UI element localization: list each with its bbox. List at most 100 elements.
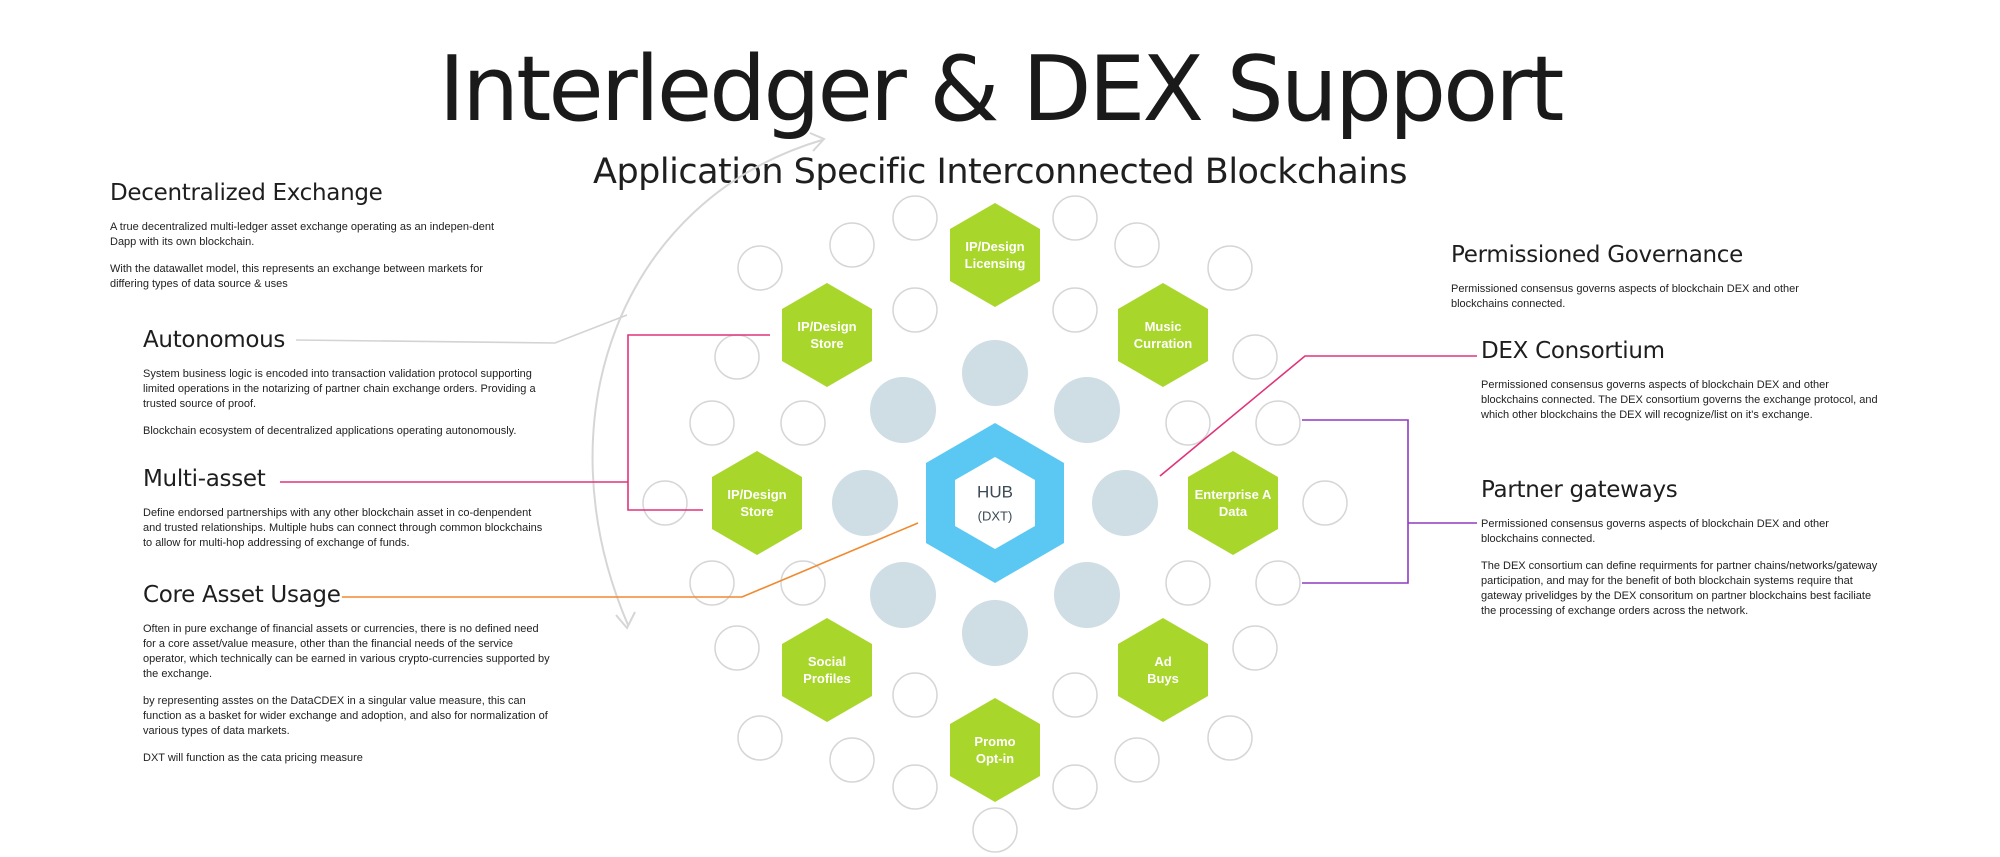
hex-label-line1: Social (807, 654, 847, 669)
hub-label: HUB (DXT) (945, 483, 1045, 524)
permissioned-governance-section: Permissioned Governance Permissioned con… (1451, 242, 1851, 324)
outer-node (714, 334, 760, 380)
section-heading: Permissioned Governance (1451, 242, 1743, 268)
hex-node (950, 698, 1040, 802)
outer-node (972, 807, 1018, 853)
outer-node (829, 737, 875, 783)
hub-node (926, 423, 1064, 583)
section-text: Permissioned consensus governs aspects o… (1481, 379, 1878, 421)
outer-node (714, 625, 760, 671)
inner-node (832, 470, 898, 536)
hex-node (1118, 283, 1208, 387)
outer-node (780, 560, 826, 606)
partner-bracket (1302, 419, 1409, 584)
section-heading: Autonomous (143, 327, 286, 353)
dex-consortium-section: DEX Consortium Permissioned consensus go… (1481, 338, 1881, 435)
hex-node (782, 618, 872, 722)
outer-node (780, 400, 826, 446)
section-text: Define endorsed partnerships with any ot… (143, 507, 543, 549)
page-title: Interledger & DEX Support (438, 37, 1565, 142)
outer-node (1052, 764, 1098, 810)
outer-node (1255, 560, 1301, 606)
outer-node (1232, 625, 1278, 671)
outer-node (1165, 400, 1211, 446)
hex-node (1118, 618, 1208, 722)
inner-node (1054, 562, 1120, 628)
core-asset-usage-section: Core Asset Usage Often in pure exchange … (143, 582, 550, 778)
ipstore-bracket (627, 334, 770, 511)
hub-title: HUB (977, 482, 1013, 502)
outer-node (689, 400, 735, 446)
hex-label-line1: Promo (974, 734, 1016, 749)
outer-node (1207, 715, 1253, 761)
inner-node (870, 562, 936, 628)
outer-node (1114, 222, 1160, 268)
inner-node (1054, 377, 1120, 443)
section-text: DXT will function as the cata pricing me… (143, 752, 363, 764)
outer-node (642, 480, 688, 526)
hex-label-line1: IP/Design (965, 239, 1025, 254)
hex-label-line2: Data (1218, 504, 1248, 519)
hex-node (1188, 451, 1278, 555)
section-text: Often in pure exchange of financial asse… (143, 623, 550, 680)
section-text: Permissioned consensus governs aspects o… (1481, 518, 1829, 545)
outer-node (829, 222, 875, 268)
outer-node (892, 287, 938, 333)
outer-node (1302, 480, 1348, 526)
outer-node (1207, 245, 1253, 291)
section-text: by representing asstes on the DataCDEX i… (143, 695, 548, 737)
hub-subtitle: (DXT) (977, 508, 1013, 524)
hex-node (950, 203, 1040, 307)
hex-label-line1: IP/Design (727, 487, 787, 502)
outer-node (1165, 560, 1211, 606)
partner-gateways-section: Partner gateways Permissioned consensus … (1481, 477, 1881, 631)
outer-node (689, 560, 735, 606)
outer-node (737, 245, 783, 291)
section-text: System business logic is encoded into tr… (143, 368, 536, 410)
hex-label-line1: Music (1144, 319, 1182, 334)
hex-label-line2: Licensing (964, 256, 1026, 271)
hex-label-line2: Curration (1133, 336, 1193, 351)
outer-node (1114, 737, 1160, 783)
hex-node-label: Enterprise A Data (1173, 486, 1293, 520)
inner-node (962, 600, 1028, 666)
hex-node (712, 451, 802, 555)
hex-label-line2: Buys (1147, 671, 1179, 686)
section-heading: DEX Consortium (1481, 338, 1665, 364)
outer-node (1232, 334, 1278, 380)
autonomous-connector (295, 314, 628, 344)
outer-node (1255, 400, 1301, 446)
hex-node (782, 283, 872, 387)
section-text: With the datawallet model, this represen… (110, 263, 483, 290)
hex-label-line2: Store (740, 504, 774, 519)
curved-arrow (591, 132, 826, 630)
core-asset-connector (342, 522, 919, 598)
hex-label-line2: Profiles (803, 671, 851, 686)
autonomous-section: Autonomous System business logic is enco… (143, 327, 550, 451)
section-heading: Decentralized Exchange (110, 180, 383, 206)
inner-node (1092, 470, 1158, 536)
section-text: A true decentralized multi-ledger asset … (110, 221, 495, 248)
outer-node (737, 715, 783, 761)
outer-node (892, 195, 938, 241)
outer-node (1052, 287, 1098, 333)
inner-node (962, 340, 1028, 406)
section-heading: Core Asset Usage (143, 582, 341, 608)
section-heading: Multi-asset (143, 466, 266, 492)
outer-node (1052, 195, 1098, 241)
section-text: Permissioned consensus governs aspects o… (1451, 283, 1799, 310)
hex-label-line2: Opt-in (975, 751, 1015, 766)
section-text: Blockchain ecosystem of decentralized ap… (143, 425, 517, 437)
dex-consortium-connector (1159, 355, 1477, 477)
outer-node (892, 764, 938, 810)
hex-label-line1: Enterprise A (1194, 487, 1272, 502)
section-heading: Partner gateways (1481, 477, 1678, 503)
